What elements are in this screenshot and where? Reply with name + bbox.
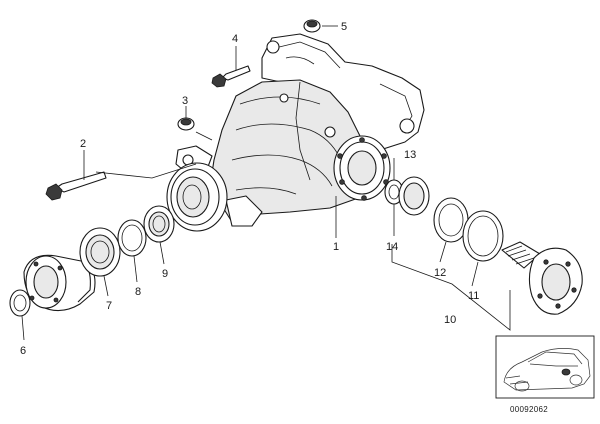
radial-seal-7[interactable]	[79, 227, 121, 277]
callout-9: 9	[162, 268, 168, 280]
callout-10: 10	[444, 314, 456, 326]
callout-labels: 1 2 3 4 5 6 7 8 9 10 11 12 13 14	[20, 21, 479, 357]
callout-6: 6	[20, 345, 26, 357]
callout-7: 7	[106, 300, 112, 312]
leader-lines	[21, 25, 511, 341]
callout-1: 1	[333, 241, 339, 253]
long-bolt[interactable]	[45, 171, 107, 201]
callout-8: 8	[135, 286, 141, 298]
input-flange[interactable]	[23, 254, 96, 312]
hex-nut-lower[interactable]	[177, 117, 195, 131]
callout-2: 2	[80, 138, 86, 150]
hex-nut-upper[interactable]	[303, 19, 321, 33]
callout-5: 5	[341, 21, 347, 33]
callout-4: 4	[232, 33, 238, 45]
ring-11[interactable]	[462, 210, 504, 262]
seal-9[interactable]	[143, 205, 175, 243]
differential-housing[interactable]	[166, 33, 425, 232]
callout-12: 12	[434, 267, 446, 279]
seal-12[interactable]	[433, 197, 469, 243]
callout-14: 14	[386, 241, 398, 253]
document-number: 00092062	[510, 405, 548, 414]
seal-13-assembly[interactable]	[398, 176, 430, 216]
output-shaft[interactable]	[501, 241, 583, 315]
short-bolt[interactable]	[211, 65, 251, 88]
callout-11: 11	[468, 290, 479, 302]
shaft-seal-6[interactable]	[9, 289, 31, 317]
vehicle-thumbnail	[495, 335, 595, 399]
callout-13: 13	[404, 149, 416, 161]
ring-8[interactable]	[117, 219, 147, 257]
callout-3: 3	[182, 95, 188, 107]
